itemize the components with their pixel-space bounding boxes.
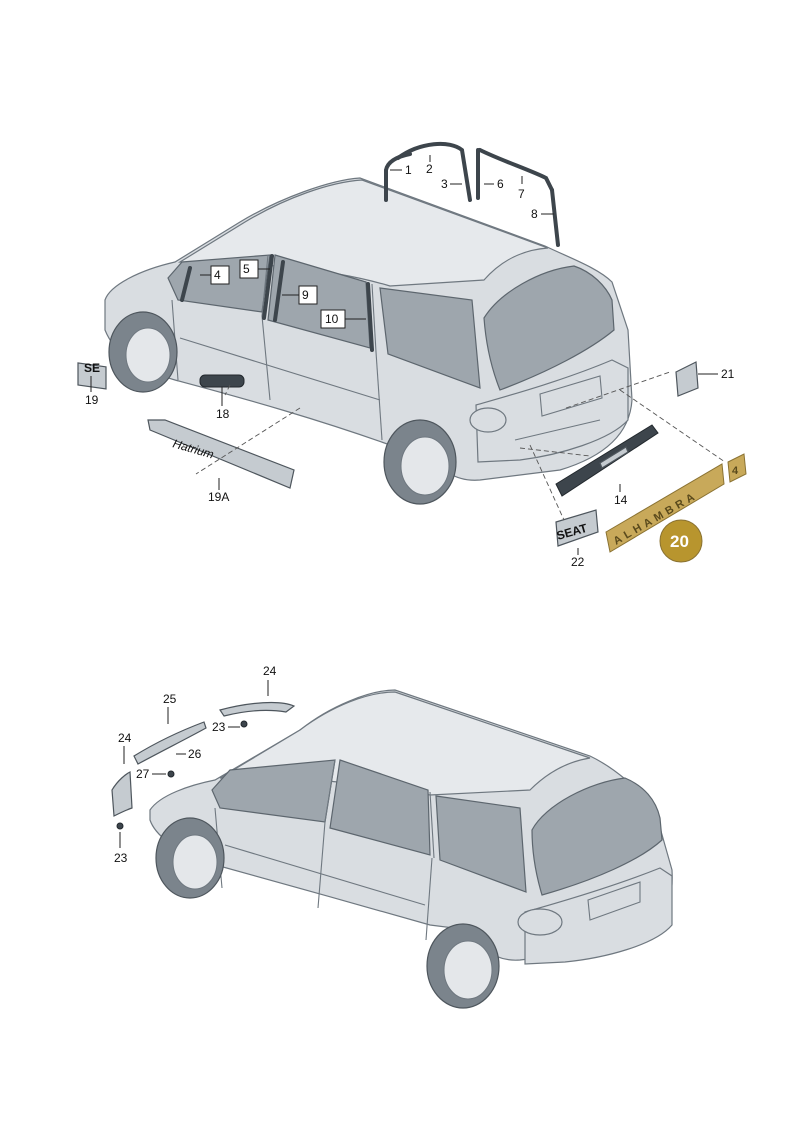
label-23-bottom: 23: [114, 851, 128, 865]
label-24-top: 24: [263, 664, 277, 678]
svg-text:SE: SE: [84, 361, 100, 375]
bottom-car-rear-view: [149, 689, 673, 1009]
label-6: 6: [497, 177, 504, 191]
door-handle-18: [199, 374, 245, 388]
moulding-9: [273, 260, 285, 322]
seal-2-3: [396, 141, 472, 202]
side-badge-19: SE: [77, 361, 107, 390]
label-10: 10: [325, 312, 339, 326]
label-19: 19: [85, 393, 99, 407]
screw-23-bottom: [116, 822, 124, 830]
label-23-top: 23: [212, 720, 226, 734]
label-24-side: 24: [118, 731, 132, 745]
trim-25: [133, 721, 207, 765]
seal-6-7: [476, 148, 554, 200]
seat-badge-22: SEAT: [555, 509, 599, 547]
label-9: 9: [302, 288, 309, 302]
label-2: 2: [426, 162, 433, 176]
moulding-10: [366, 282, 374, 352]
label-4: 4: [214, 268, 221, 282]
label-25: 25: [163, 692, 177, 706]
screw-23-top: [240, 720, 248, 728]
svg-text:4: 4: [732, 465, 739, 477]
highlight-marker-20: [659, 519, 703, 563]
callouts-bottom: 24 25 23 24 26 27 23: [114, 664, 277, 865]
seal-8: [550, 188, 560, 247]
reference-lines-top: [195, 371, 726, 521]
label-21: 21: [721, 367, 735, 381]
label-18: 18: [216, 407, 230, 421]
label-27: 27: [136, 767, 150, 781]
label-22: 22: [571, 555, 585, 569]
roof-spoiler-24-top: [219, 701, 296, 717]
label-1: 1: [405, 163, 412, 177]
label-26: 26: [188, 747, 202, 761]
callouts-top: 1 2 3 6 7 8 4 5 9 10 19 18 19A 14 22: [85, 155, 735, 569]
moulding-5: [262, 254, 274, 320]
moulding-4: [180, 266, 192, 302]
label-7: 7: [518, 187, 525, 201]
screw-27: [167, 770, 175, 778]
label-19a: 19A: [208, 490, 229, 504]
door-seals-group: [384, 141, 560, 247]
top-car-rear-view: [104, 177, 633, 505]
label-3: 3: [441, 177, 448, 191]
trim-24-side: [111, 771, 133, 817]
rear-emblem-21: [675, 361, 699, 397]
label-8: 8: [531, 207, 538, 221]
label-5: 5: [243, 262, 250, 276]
label-20: 20: [670, 532, 689, 551]
sill-trim-19a: Hatrium: [147, 419, 295, 489]
label-14: 14: [614, 493, 628, 507]
